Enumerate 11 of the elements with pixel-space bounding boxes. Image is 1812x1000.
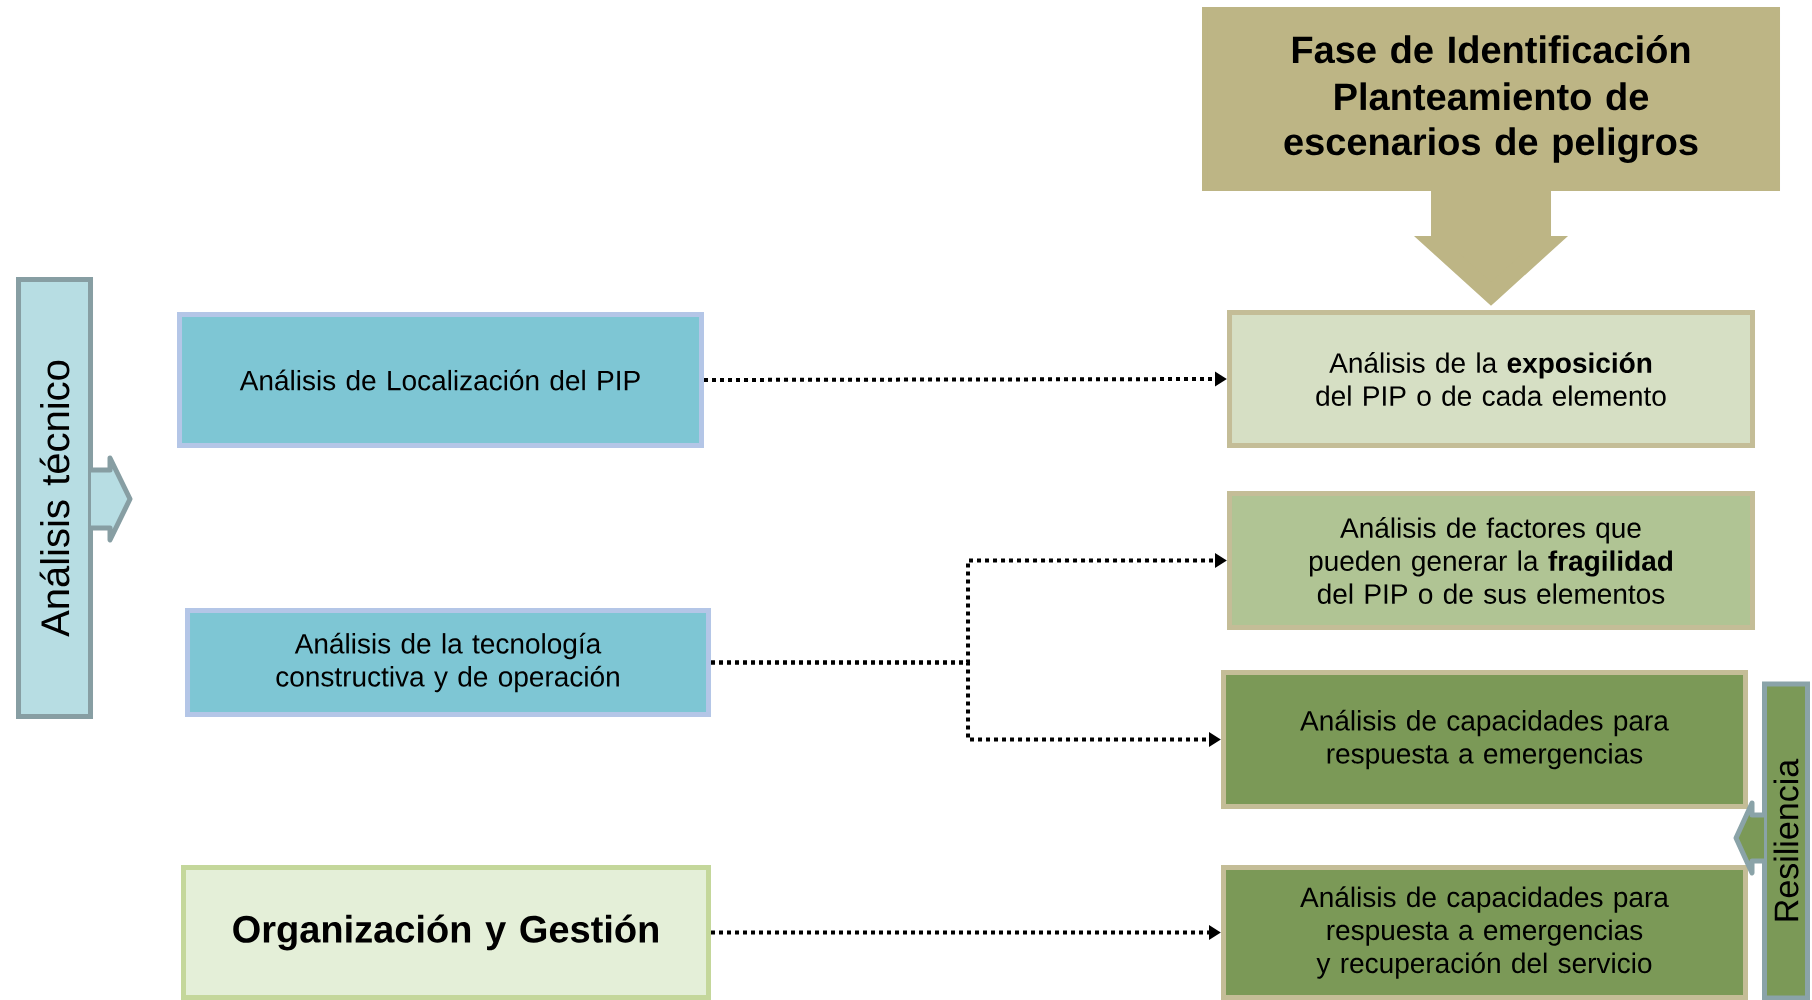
- process-box: Análisis de factores que pueden generar la fragilidad del PIP o de sus elementos: [1227, 491, 1755, 630]
- process-box: Análisis de capacidades para respuesta a emergencias y recuperación del servicio: [1221, 865, 1748, 1000]
- side-arrow-box: Resiliencia: [1733, 681, 1810, 1000]
- side-arrow-box: Análisis técnico: [16, 277, 133, 719]
- process-box: Análisis de la exposición del PIP o de cada elemento: [1227, 310, 1755, 448]
- node-label: Resiliencia: [1773, 758, 1799, 921]
- process-box: Análisis de capacidades para respuesta a emergencias: [1221, 670, 1748, 809]
- process-box: Análisis de Localización del PIP: [177, 312, 704, 448]
- process-box: Análisis de la tecnología constructiva y de operación: [185, 608, 711, 717]
- process-box: Organización y Gestión: [181, 865, 711, 1000]
- phase-box: Fase de Identificación Planteamiento de escenarios de peligros: [1202, 7, 1780, 191]
